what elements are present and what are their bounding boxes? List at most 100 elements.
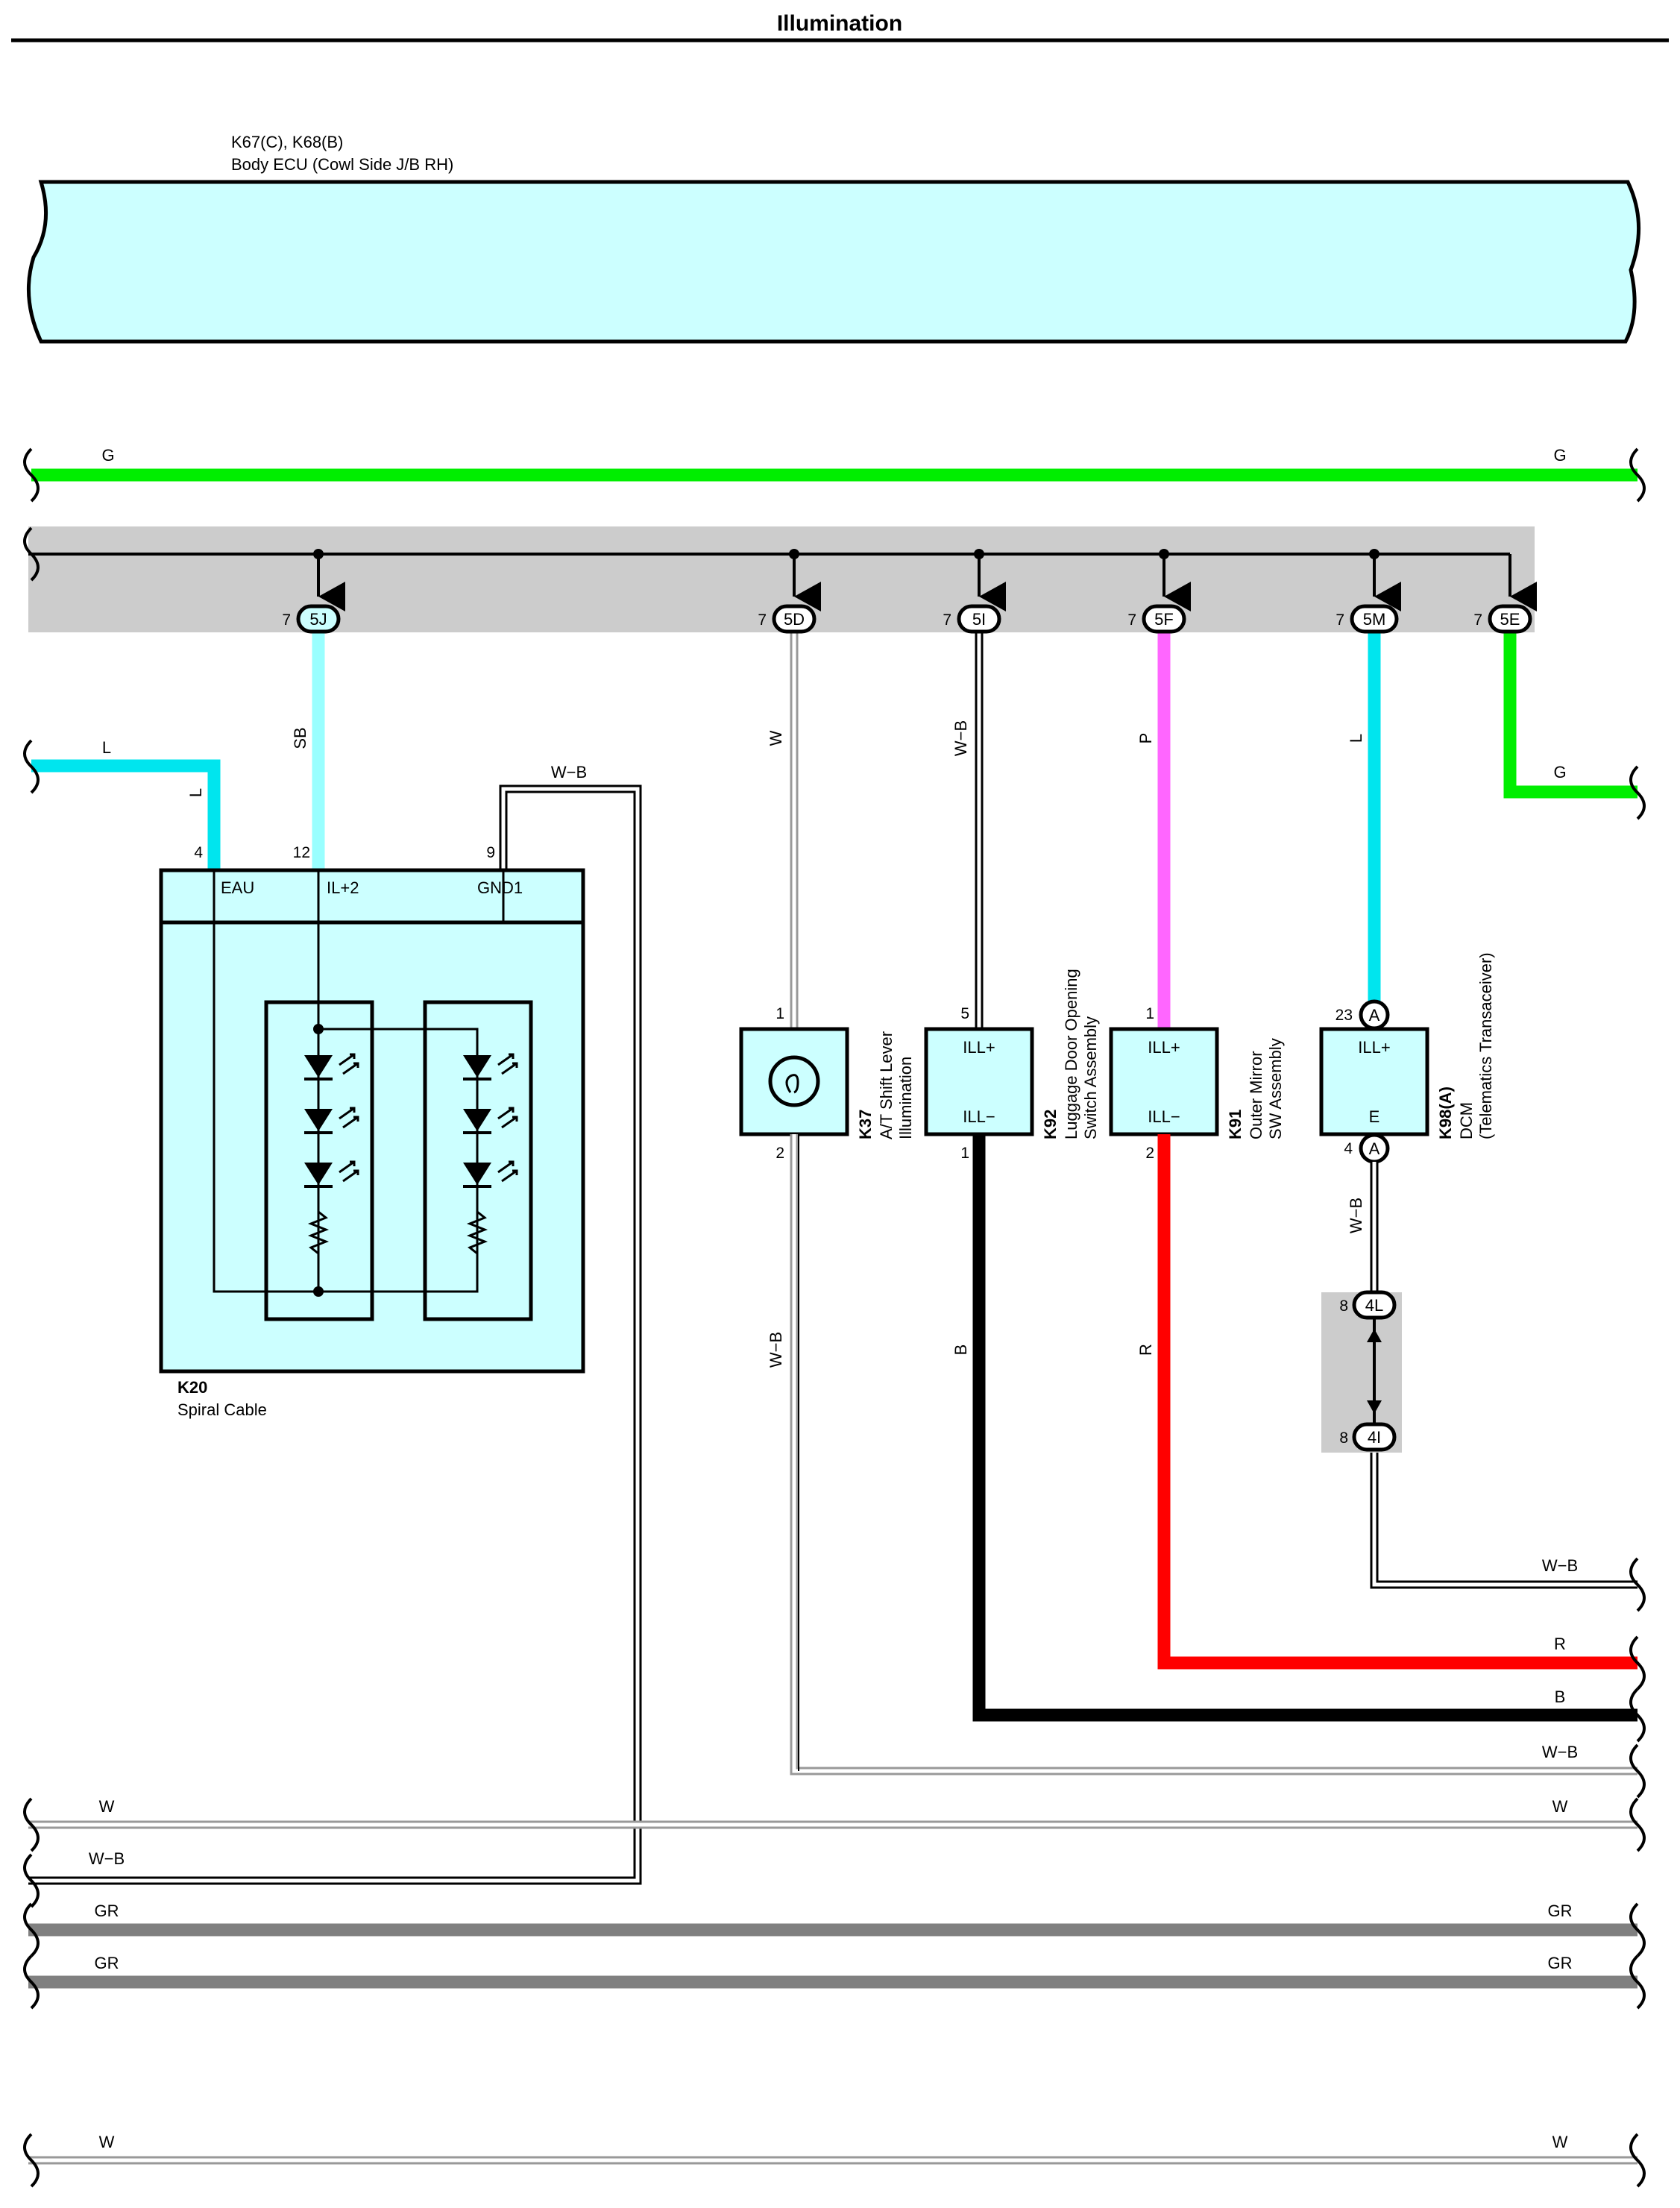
wire-break-icon — [1629, 447, 1646, 503]
ecu-body — [26, 180, 1640, 344]
terminal-name: GND1 — [477, 878, 523, 897]
terminal-name: ILL− — [963, 1107, 995, 1126]
wire-break-icon — [1629, 1635, 1646, 1690]
wire-wb-gnd1: W−B — [28, 763, 642, 1885]
pin-number: 7 — [1335, 611, 1344, 629]
component-name: Switch Assembly — [1081, 1016, 1100, 1139]
component-box — [924, 1027, 1034, 1136]
component-code: K20 — [177, 1378, 207, 1397]
component-name: SW Assembly — [1266, 1038, 1285, 1139]
led-icon — [463, 1107, 518, 1134]
pin-number: 7 — [758, 611, 767, 629]
pin-number: 4 — [194, 844, 203, 861]
connector-letter: A — [1369, 1006, 1380, 1025]
wire-wb-k98: W−B W−B — [1347, 1162, 1646, 1612]
connector-5j: 5J 7 — [282, 604, 341, 634]
connector-id: 5I — [972, 610, 986, 629]
wire-label: L — [1347, 734, 1365, 743]
wire-label: W — [99, 1797, 115, 1816]
wire-label: W−B — [551, 763, 587, 781]
wire-l-left: L L — [23, 738, 221, 869]
connector-5m: 5M 7 — [1335, 604, 1399, 634]
pin-number: 1 — [1145, 1005, 1154, 1022]
wire-label: GR — [1548, 1902, 1573, 1920]
terminal-name: E — [1369, 1107, 1380, 1126]
wire-break-icon — [1629, 765, 1646, 820]
pin-number: 1 — [775, 1005, 784, 1022]
connector-5f: 5F 7 — [1127, 604, 1186, 634]
wire-label: W−B — [1542, 1743, 1578, 1761]
wire-label: GR — [95, 1902, 119, 1920]
pin-number: 8 — [1339, 1298, 1348, 1315]
pin-number: 9 — [486, 844, 495, 861]
body-ecu: K67(C), K68(B) Body ECU (Cowl Side J/B R… — [26, 133, 1640, 344]
connector-id: 5D — [784, 610, 805, 629]
terminal-name: ILL+ — [1358, 1038, 1390, 1057]
bulb-icon — [768, 1055, 820, 1107]
wire-break-icon — [23, 1902, 40, 1957]
component-name: DCM — [1457, 1102, 1476, 1139]
wire-label: GR — [95, 1954, 119, 1972]
component-code: K91 — [1226, 1110, 1245, 1139]
component-box — [1109, 1027, 1219, 1136]
led-group-box — [423, 1000, 533, 1321]
pin-number: 2 — [1145, 1145, 1154, 1162]
drop-5m — [1369, 549, 1401, 611]
pin-number: 4 — [1344, 1140, 1353, 1157]
connector-id: 5F — [1154, 610, 1174, 629]
wire-label: W−B — [1347, 1198, 1365, 1233]
pin-number: 2 — [775, 1145, 784, 1162]
wire-w-row3: W W — [23, 2133, 1646, 2188]
wire-break-icon — [1629, 1797, 1646, 1852]
terminal-name: EAU — [221, 878, 254, 897]
wire-g-5e: G — [1503, 630, 1646, 820]
wire-label: W−B — [767, 1332, 785, 1368]
wire-break-icon — [23, 739, 40, 794]
wire-label: L — [186, 788, 205, 797]
connector-5d: 5D 7 — [758, 604, 817, 634]
wire-label: G — [101, 446, 114, 465]
wire-wb-5i: W−B — [951, 630, 984, 1029]
connector-5e: 5E 7 — [1473, 604, 1532, 634]
connector-id: 5E — [1500, 610, 1520, 629]
component-code: K37 — [856, 1110, 875, 1139]
component-name: A/T Shift Lever — [877, 1031, 896, 1139]
pin-number: 7 — [943, 611, 951, 629]
wire-label: W−B — [951, 720, 970, 756]
led-icon — [304, 1053, 359, 1081]
wire-label: W−B — [89, 1849, 125, 1868]
wire-label: R — [1554, 1635, 1566, 1653]
wire-label: SB — [291, 727, 309, 749]
wire-wb-row2: W−B — [23, 1849, 125, 1908]
connector-id: 4I — [1368, 1428, 1381, 1447]
wire-label: G — [1553, 446, 1566, 465]
ecu-name: Body ECU (Cowl Side J/B RH) — [231, 155, 453, 174]
wire-break-icon — [23, 447, 40, 503]
wire-break-icon — [1629, 1743, 1646, 1799]
wire-label: R — [1136, 1344, 1155, 1356]
wire-label: B — [1555, 1688, 1566, 1706]
wire-gr-row1: GR GR — [23, 1902, 1646, 1957]
component-k98: ILL+ E A A 23 4 K98(A) DCM (Telematics T… — [1319, 952, 1495, 1164]
wire-break-icon — [23, 1954, 40, 2010]
pin-number: 12 — [293, 844, 310, 861]
connector-a-top — [1359, 999, 1390, 1031]
led-icon — [304, 1107, 359, 1134]
component-code: K98(A) — [1436, 1086, 1455, 1139]
resistor-icon — [466, 1210, 488, 1255]
g-bus-wire: G G — [23, 446, 1646, 503]
connector-5i: 5I 7 — [943, 604, 1001, 634]
junction-drops — [313, 549, 1537, 611]
led-icon — [463, 1160, 518, 1188]
led-icon — [463, 1053, 518, 1081]
wire-label: W — [767, 730, 785, 746]
led-chain-right — [463, 1029, 518, 1268]
connector-id: 5J — [309, 610, 327, 629]
wire-r-k91: R R — [1136, 1134, 1646, 1690]
wire-label: L — [102, 738, 111, 757]
connector-id: 5M — [1363, 610, 1386, 629]
wire-w-5d: W — [767, 630, 799, 1029]
pin-number: 23 — [1335, 1007, 1353, 1024]
pin-number: 7 — [1127, 611, 1136, 629]
